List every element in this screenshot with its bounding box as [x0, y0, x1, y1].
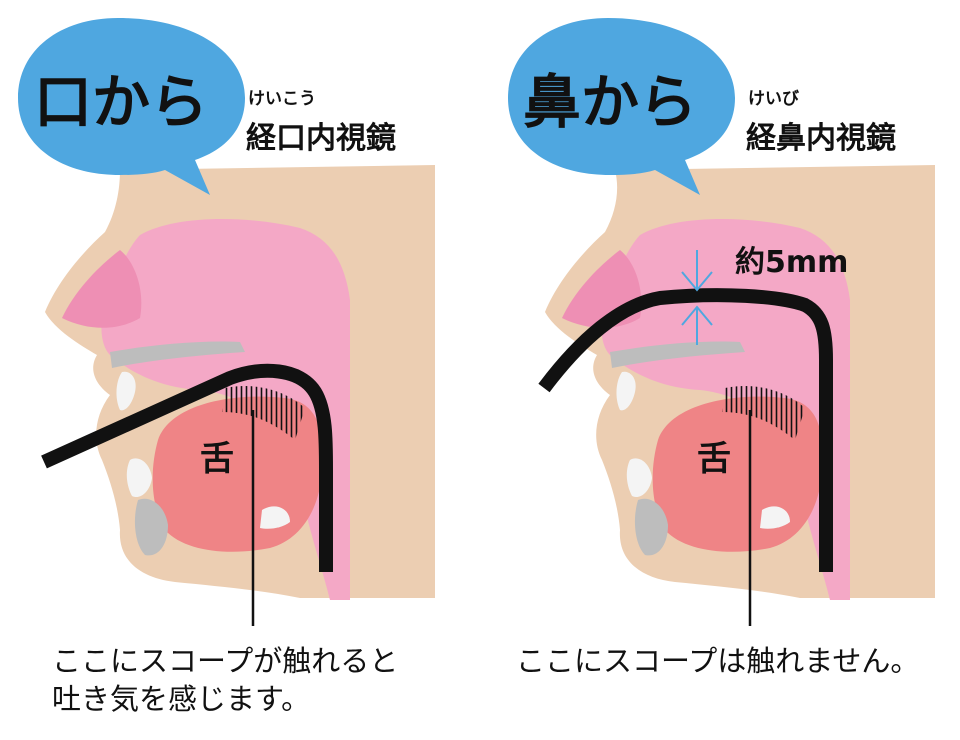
left-upper-tooth: [116, 371, 136, 411]
left-tongue-label: 舌: [200, 439, 234, 479]
right-caption: ここにスコープは触れません。: [516, 644, 920, 678]
left-nose-tip: [62, 250, 142, 328]
right-title-ruby: けいび: [748, 89, 799, 109]
left-title-ruby: けいこう: [248, 89, 316, 109]
left-speech-bubble: [18, 18, 245, 195]
right-measure-arrows: [681, 250, 713, 345]
left-palate-bone: [110, 341, 245, 368]
right-bubble-text: 鼻から: [523, 68, 697, 136]
left-epiglottis: [260, 506, 290, 529]
left-title: 経口内視鏡: [246, 121, 396, 156]
right-jaw-bone: [634, 498, 668, 556]
right-lower-tooth: [626, 458, 652, 498]
left-jaw-bone: [134, 498, 168, 556]
left-panel: 舌 口から けいこう 経口内視鏡: [18, 18, 435, 626]
left-scope: [41, 363, 333, 572]
right-palate-bone: [610, 341, 745, 368]
left-hatched-area: [222, 386, 305, 440]
left-lower-tooth: [126, 458, 152, 498]
right-epiglottis: [760, 506, 790, 529]
right-tongue-label: 舌: [697, 439, 731, 479]
left-nasal-cavity: [101, 218, 350, 600]
right-hatched-area: [722, 386, 805, 440]
right-measure-label: 約5mm: [735, 245, 848, 280]
right-title: 経鼻内視鏡: [746, 121, 896, 156]
right-speech-bubble: [508, 18, 735, 195]
right-nasal-cavity: [601, 218, 850, 600]
left-caption: ここにスコープが触れると 吐き気を感じます。: [52, 644, 399, 716]
right-panel: 約5mm 舌 鼻から けいび 経鼻内視鏡: [508, 18, 935, 626]
right-scope: [538, 288, 833, 572]
left-bubble-text: 口から: [34, 68, 208, 136]
right-upper-tooth: [616, 371, 636, 411]
